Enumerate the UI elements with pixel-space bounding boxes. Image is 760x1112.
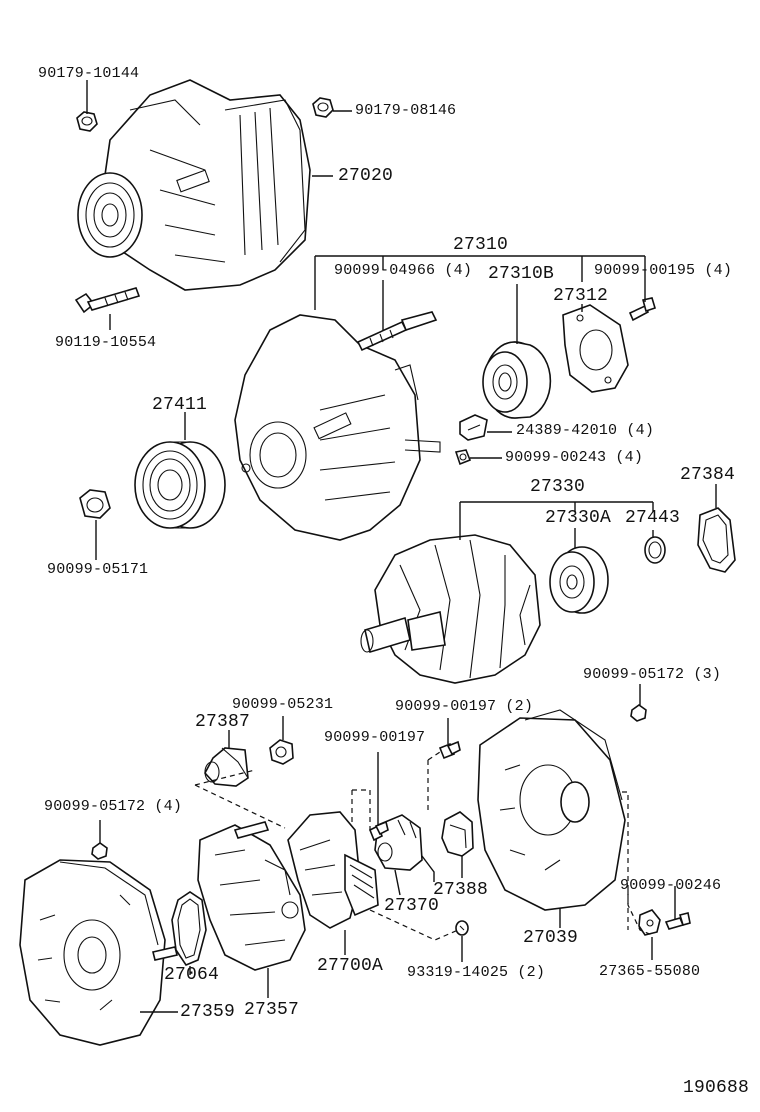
label-90099-00195: 90099-00195 (4)	[594, 262, 733, 279]
label-90099-04966: 90099-04966 (4)	[334, 262, 473, 279]
label-27365-55080: 27365-55080	[599, 963, 701, 980]
label-90119-10554: 90119-10554	[55, 334, 157, 351]
spring-93319-14025	[455, 920, 469, 936]
label-27370: 27370	[384, 896, 440, 916]
bolt-90119-10554	[74, 287, 141, 314]
screw-90099-00195	[628, 297, 656, 322]
rectifier-holder-27357	[197, 821, 306, 971]
diagram-id: 190688	[683, 1078, 750, 1098]
cover-24389-42010	[459, 414, 488, 441]
bearing-27310B	[482, 341, 552, 419]
nut-90099-05172-3	[630, 704, 647, 722]
label-24389-42010: 24389-42010 (4)	[516, 422, 655, 439]
label-90099-00243: 90099-00243 (4)	[505, 449, 644, 466]
bearing-27330A	[549, 546, 609, 614]
ring-27443	[644, 536, 666, 564]
nut-90179-08146	[312, 97, 334, 118]
nut-90099-05231	[269, 739, 294, 765]
rear-end-cover-27359	[19, 859, 166, 1046]
label-27388: 27388	[433, 880, 489, 900]
label-27443: 27443	[625, 508, 681, 528]
label-90099-05172-4: 90099-05172 (4)	[44, 798, 183, 815]
label-90099-00197: 90099-00197	[324, 729, 426, 746]
terminal-27365-55080	[638, 909, 661, 936]
label-27312: 27312	[553, 286, 609, 306]
label-27357: 27357	[244, 1000, 300, 1020]
label-27387: 27387	[195, 712, 251, 732]
nut-90099-05171	[79, 489, 111, 519]
insulator-27384	[697, 507, 736, 573]
label-90099-00246: 90099-00246	[620, 877, 722, 894]
regulator-27700A	[287, 811, 379, 929]
leader-lines	[86, 80, 717, 1013]
label-27330: 27330	[530, 477, 586, 497]
rotor-27330	[360, 534, 541, 684]
insulator-27387	[204, 747, 249, 787]
screw-90099-00197-2	[438, 740, 461, 760]
gasket-27064	[171, 891, 207, 966]
retainer-plate-27312	[562, 304, 629, 393]
nut-90099-05172-4	[91, 842, 108, 860]
label-27310B: 27310B	[488, 264, 555, 284]
brush-27388	[441, 811, 474, 857]
label-27700A: 27700A	[317, 956, 384, 976]
stud-rear-cover	[152, 946, 178, 961]
label-27064: 27064	[164, 965, 220, 985]
label-27020: 27020	[338, 166, 394, 186]
label-27384: 27384	[680, 465, 736, 485]
label-27330A: 27330A	[545, 508, 612, 528]
label-90179-10144: 90179-10144	[38, 65, 140, 82]
dashed-assembly-lines	[194, 751, 653, 941]
label-90099-05231: 90099-05231	[232, 696, 334, 713]
drive-end-frame-27310	[234, 314, 441, 541]
screw-90099-00246	[664, 912, 691, 930]
label-90099-05171: 90099-05171	[47, 561, 149, 578]
label-93319-14025: 93319-14025 (2)	[407, 964, 546, 981]
label-27359: 27359	[180, 1002, 236, 1022]
label-27310: 27310	[453, 235, 509, 255]
label-90099-00197-2: 90099-00197 (2)	[395, 698, 534, 715]
rectifier-end-frame-27039	[477, 709, 626, 911]
stud-bolt-90099-04966	[356, 311, 438, 352]
screw-90099-00197	[368, 820, 389, 842]
alternator-assembly-27020	[77, 79, 311, 291]
screw-90099-00243	[454, 449, 472, 466]
label-90179-08146: 90179-08146	[355, 102, 457, 119]
nut-90179-10144	[76, 111, 98, 132]
label-90099-05172-3: 90099-05172 (3)	[583, 666, 722, 683]
label-27411: 27411	[152, 395, 208, 415]
label-27039: 27039	[523, 928, 579, 948]
pulley-27411	[134, 441, 226, 529]
